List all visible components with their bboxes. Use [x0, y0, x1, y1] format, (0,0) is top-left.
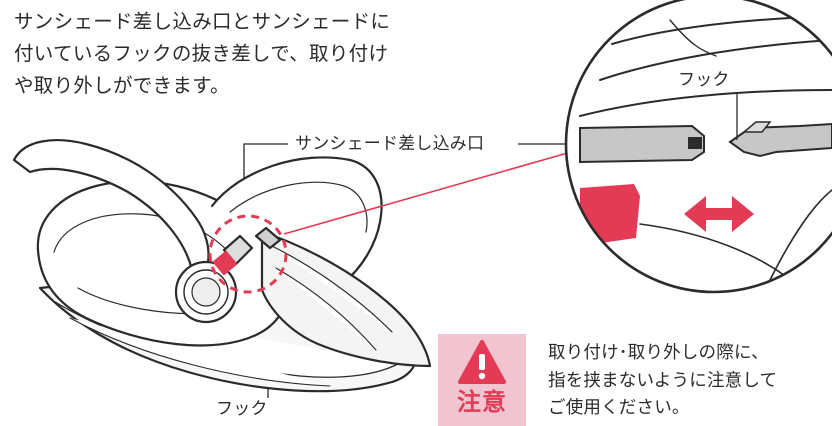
- caution-label: 注意: [457, 388, 507, 416]
- intro-line: 付いているフックの抜き差しで、取り付け: [14, 41, 389, 65]
- highlight-circle: [208, 214, 288, 294]
- inset-hook-label: フック: [678, 70, 730, 90]
- hook-label: フック: [216, 399, 268, 419]
- intro-paragraph: サンシェード差し込み口とサンシェードに 付いているフックの抜き差しで、取り付け …: [14, 6, 534, 102]
- car-seat-illustration: [12, 139, 432, 393]
- caution-line: 取り付け･取り外しの際に、: [548, 343, 769, 363]
- zoom-connector-line: [283, 149, 579, 235]
- caution-line: ご使用ください。: [548, 398, 690, 419]
- intro-line: や取り外しができます。: [14, 73, 230, 97]
- caution-line: 指を挟まないように注意して: [548, 370, 778, 391]
- warning-icon: [458, 340, 506, 384]
- caution-message: 取り付け･取り外しの際に、 指を挟まないように注意して ご使用ください。: [548, 340, 832, 423]
- intro-line: サンシェード差し込み口とサンシェードに: [14, 10, 391, 33]
- detail-inset: [566, 0, 832, 292]
- detail-inset-border: [564, 0, 832, 294]
- sunshade-port-label: サンシェード差し込み口: [295, 134, 485, 154]
- caution-badge: 注意: [438, 334, 526, 426]
